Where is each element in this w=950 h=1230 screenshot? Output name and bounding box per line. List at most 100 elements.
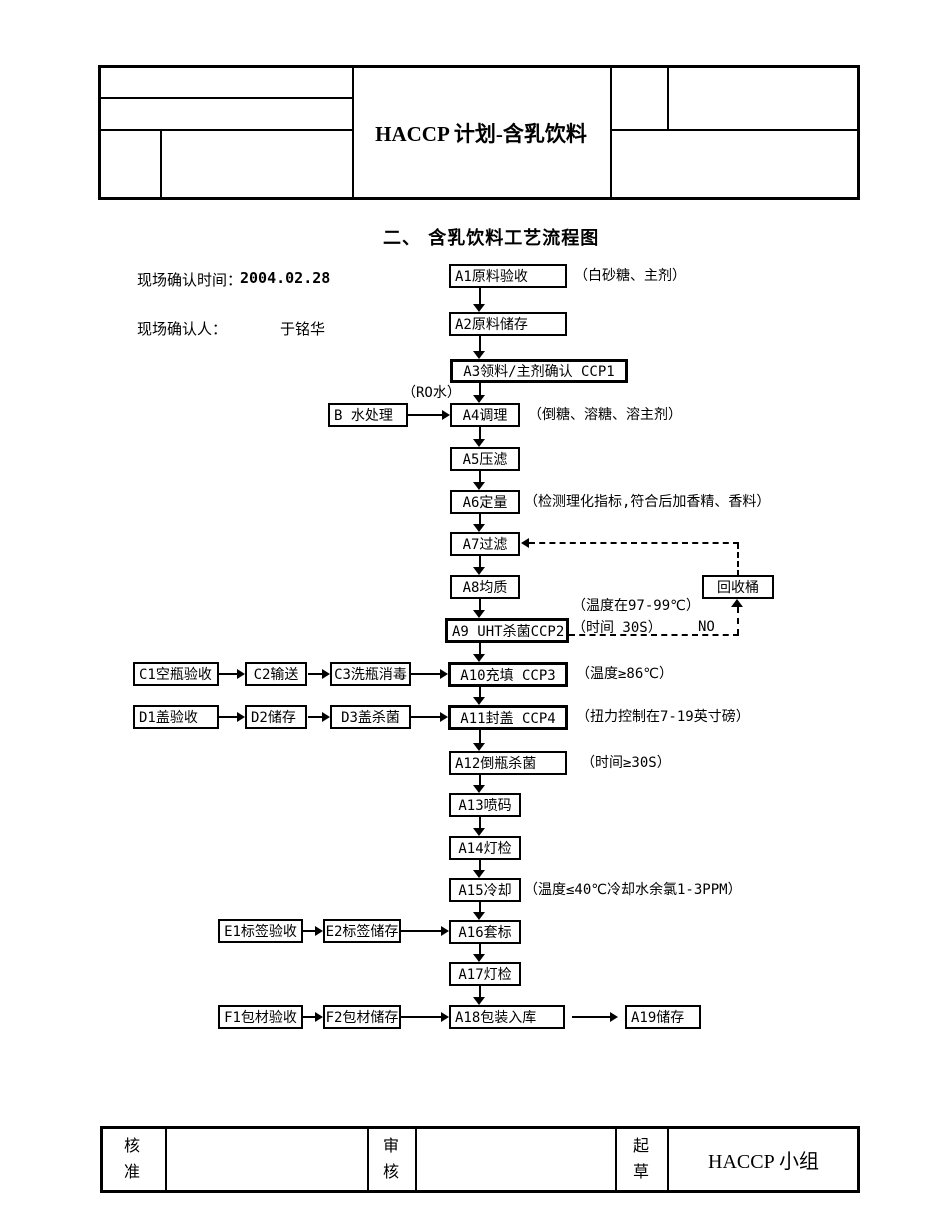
confirm-time-label: 现场确认时间： bbox=[137, 271, 243, 289]
note-a4: （倒糖、溶糖、溶主剂） bbox=[528, 407, 682, 423]
flow-arrow bbox=[479, 514, 481, 524]
node-d1: D1盖验收 bbox=[133, 705, 219, 729]
header-table bbox=[98, 65, 860, 200]
header-table-divider bbox=[98, 129, 352, 131]
node-e2: E2标签储存 bbox=[323, 919, 401, 943]
node-a19: A19储存 bbox=[625, 1005, 701, 1029]
node-e1: E1标签验收 bbox=[218, 919, 303, 943]
arrow-head-right-icon bbox=[441, 1012, 449, 1022]
arrow-head-right-icon bbox=[322, 712, 330, 722]
flow-arrow bbox=[401, 1016, 441, 1018]
signature-table-divider bbox=[615, 1126, 617, 1193]
signature-table bbox=[100, 1126, 860, 1193]
dashed-line bbox=[737, 607, 739, 635]
node-a10-ccp3: A10充填 CCP3 bbox=[448, 662, 568, 687]
arrow-head-right-icon bbox=[237, 669, 245, 679]
header-table-divider bbox=[352, 65, 354, 200]
node-recycle-barrel: 回收桶 bbox=[702, 575, 774, 599]
node-a11-ccp4: A11封盖 CCP4 bbox=[448, 705, 568, 730]
arrow-head-left-icon bbox=[521, 538, 529, 548]
section-title: 二、 含乳饮料工艺流程图 bbox=[383, 228, 600, 249]
arrow-head-down-icon bbox=[473, 482, 485, 490]
flow-arrow bbox=[479, 860, 481, 870]
flow-arrow bbox=[303, 1016, 315, 1018]
flow-arrow bbox=[308, 716, 322, 718]
note-a9-temp: （温度在97-99℃） bbox=[572, 598, 700, 614]
node-a17: A17灯检 bbox=[449, 962, 521, 986]
flow-arrow bbox=[572, 1016, 610, 1018]
flow-arrow bbox=[479, 427, 481, 439]
signature-table-divider bbox=[367, 1126, 369, 1193]
signature-table-divider bbox=[415, 1126, 417, 1193]
arrow-head-right-icon bbox=[442, 410, 450, 420]
note-a1: （白砂糖、主剂） bbox=[574, 268, 686, 284]
arrow-head-down-icon bbox=[473, 524, 485, 532]
approve-label: 核准 bbox=[123, 1138, 140, 1181]
flow-arrow bbox=[303, 930, 315, 932]
arrow-head-down-icon bbox=[473, 567, 485, 575]
confirm-person-value: 于铭华 bbox=[280, 320, 326, 338]
node-c2: C2输送 bbox=[245, 662, 307, 686]
arrow-head-down-icon bbox=[473, 654, 485, 662]
node-a2: A2原料储存 bbox=[449, 312, 567, 336]
arrow-head-down-icon bbox=[473, 439, 485, 447]
note-a11: （扭力控制在7-19英寸磅） bbox=[576, 709, 750, 725]
node-a7: A7过滤 bbox=[450, 532, 520, 556]
node-a12: A12倒瓶杀菌 bbox=[449, 751, 567, 775]
arrow-head-down-icon bbox=[473, 610, 485, 618]
confirm-time-value: 2004.02.28 bbox=[240, 269, 331, 287]
arrow-head-down-icon bbox=[473, 997, 485, 1005]
node-d3: D3盖杀菌 bbox=[330, 705, 411, 729]
note-a10: （温度≥86℃） bbox=[576, 666, 674, 682]
node-a6: A6定量 bbox=[450, 490, 520, 514]
arrow-head-down-icon bbox=[473, 870, 485, 878]
signature-table-divider bbox=[165, 1126, 167, 1193]
note-a6: （检测理化指标,符合后加香精、香料） bbox=[524, 494, 771, 510]
node-a18: A18包装入库 bbox=[449, 1005, 565, 1029]
header-table-divider bbox=[160, 129, 162, 200]
node-a3-ccp1: A3领料/主剂确认 CCP1 bbox=[450, 359, 628, 383]
flow-arrow bbox=[479, 471, 481, 482]
flow-arrow bbox=[479, 288, 481, 304]
node-d2: D2储存 bbox=[245, 705, 307, 729]
node-a9-ccp2: A9 UHT杀菌CCP2 bbox=[445, 618, 569, 643]
header-table-divider bbox=[610, 129, 860, 131]
node-a5: A5压滤 bbox=[450, 447, 520, 471]
header-table-divider bbox=[667, 65, 669, 131]
flow-arrow bbox=[479, 817, 481, 828]
node-a8: A8均质 bbox=[450, 575, 520, 599]
flow-arrow bbox=[479, 599, 481, 610]
arrow-head-right-icon bbox=[237, 712, 245, 722]
header-table-divider bbox=[610, 65, 612, 200]
arrow-head-up-icon bbox=[731, 599, 743, 607]
node-f2: F2包材储存 bbox=[323, 1005, 401, 1029]
arrow-head-down-icon bbox=[473, 912, 485, 920]
flow-arrow bbox=[479, 643, 481, 654]
flow-arrow bbox=[479, 687, 481, 697]
arrow-head-down-icon bbox=[473, 304, 485, 312]
haccp-team-value: HACCP 小组 bbox=[708, 1151, 819, 1173]
node-a15: A15冷却 bbox=[449, 878, 521, 902]
note-a9-time: （时间 30S） bbox=[572, 620, 662, 636]
review-label: 审核 bbox=[382, 1138, 399, 1181]
node-c1: C1空瓶验收 bbox=[133, 662, 219, 686]
node-f1: F1包材验收 bbox=[218, 1005, 303, 1029]
document-title: HACCP 计划-含乳饮料 bbox=[375, 121, 587, 146]
flow-arrow bbox=[479, 902, 481, 912]
arrow-head-right-icon bbox=[440, 712, 448, 722]
arrow-head-down-icon bbox=[473, 743, 485, 751]
flow-arrow bbox=[479, 336, 481, 351]
signature-table-divider bbox=[667, 1126, 669, 1193]
arrow-head-down-icon bbox=[473, 828, 485, 836]
node-a4: A4调理 bbox=[450, 403, 520, 427]
draft-label: 起草 bbox=[632, 1138, 649, 1181]
arrow-head-right-icon bbox=[440, 669, 448, 679]
flow-arrow bbox=[479, 775, 481, 785]
flow-arrow bbox=[479, 556, 481, 567]
note-ro-water: （RO水） bbox=[402, 385, 461, 401]
dashed-line bbox=[569, 634, 739, 636]
arrow-head-down-icon bbox=[473, 954, 485, 962]
arrow-head-right-icon bbox=[315, 926, 323, 936]
node-a16: A16套标 bbox=[449, 920, 521, 944]
